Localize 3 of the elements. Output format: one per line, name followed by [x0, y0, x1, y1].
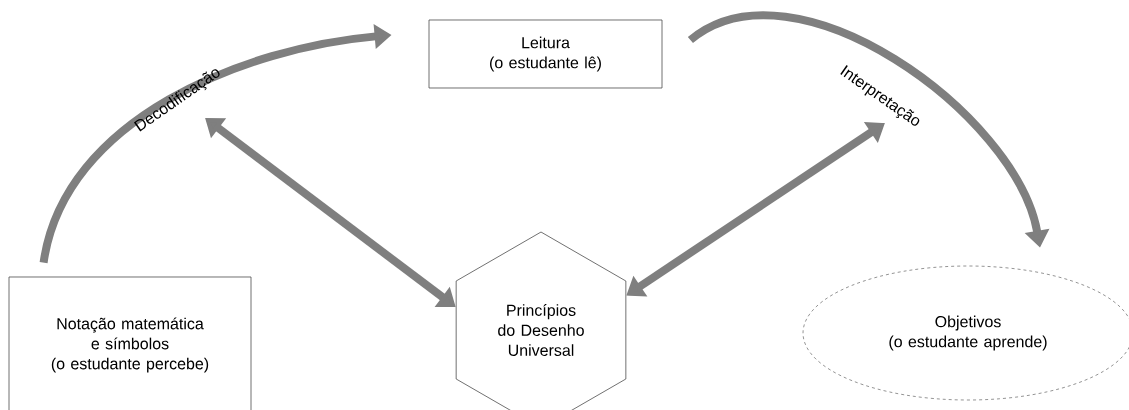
- text-box: Leitura (o estudante lê): [428, 19, 663, 89]
- hexagon: Princípios do Desenho Universal: [455, 231, 627, 410]
- text-box: Notação matemática e símbolos (o estudante percebe): [8, 276, 252, 410]
